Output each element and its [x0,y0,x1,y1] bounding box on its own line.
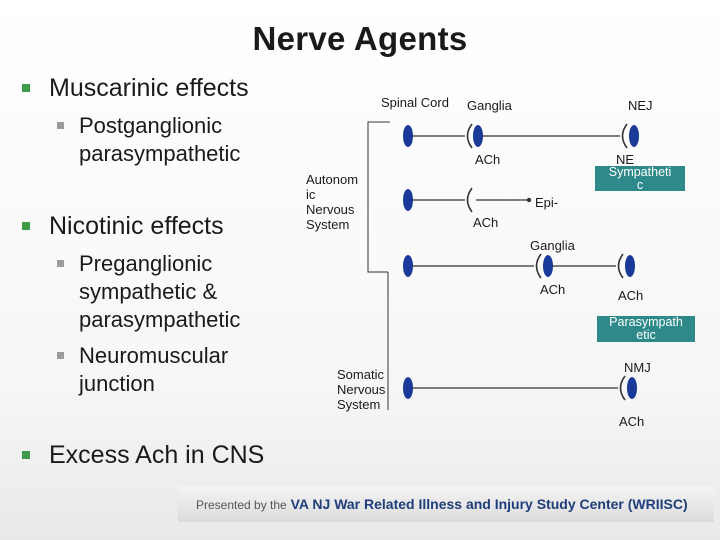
synapse-4 [535,253,542,279]
label-ach-4: ACh [618,288,644,303]
effector-2 [625,255,635,277]
adrenal-dot [526,197,532,203]
label-somatic: Somatic Nervous System [337,367,386,412]
footer-credit: Presented by the VA NJ War Related Illne… [196,496,688,512]
subbullet-neuromuscular: Neuromuscular junction [57,342,228,398]
label-nmj: NMJ [624,360,651,375]
label-autonomic: Autonom ic Nervous System [306,172,359,232]
cell-body-3 [403,189,413,211]
footer-presented-by: Presented by the [196,498,287,512]
label-ach-2: ACh [473,215,499,230]
bullet-nicotinic: Nicotinic effects [22,212,224,241]
label-epi: Epi- [535,195,559,210]
neuron-sympathetic-post [473,123,639,149]
subbullet-square-icon [57,352,64,359]
neuron-somatic [403,375,637,401]
synapse-2 [621,123,628,149]
label-sympathetic: Sympatheti c [595,166,685,191]
spinal-cord-bracket [367,121,390,273]
label-spinal-cord: Spinal Cord [381,95,449,110]
bullet-square-icon [22,84,30,92]
effector-3 [627,377,637,399]
footer-bar [178,486,714,522]
subbullet-postganglionic: Postganglionic parasympathetic [57,112,240,168]
label-ne: NE [616,152,635,167]
neuron-sympathetic-pre [403,123,473,149]
slide-title: Nerve Agents [252,20,468,57]
subbullet-preganglionic: Preganglionic sympathetic & parasympathe… [57,250,240,334]
neuron-parasympathetic-post [543,253,635,279]
synapse-6 [619,375,626,401]
footer-organization: VA NJ War Related Illness and Injury Stu… [290,496,688,512]
effector-1 [629,125,639,147]
bullet-muscarinic: Muscarinic effects [22,74,249,103]
label-parasympathetic: Parasympath etic [597,316,695,342]
synapse-5 [617,253,624,279]
label-nej: NEJ [628,98,653,113]
neuron-parasympathetic-pre [403,253,542,279]
label-ach-5: ACh [619,414,645,429]
bullet-excess-ach: Excess Ach in CNS [22,441,264,470]
cell-body-1 [403,125,413,147]
subbullet-square-icon [57,122,64,129]
synapse-3 [466,187,473,213]
cell-body-5 [543,255,553,277]
synapse-1 [466,123,473,149]
cell-body-2 [473,125,483,147]
label-ganglia-mid: Ganglia [530,238,575,253]
label-ach-1: ACh [475,152,501,167]
label-ach-3: ACh [540,282,566,297]
bullet-square-icon [22,451,30,459]
subbullet-square-icon [57,260,64,267]
neuron-adrenal [403,187,532,213]
cell-body-4 [403,255,413,277]
bullet-square-icon [22,222,30,230]
label-ganglia-top: Ganglia [467,98,512,113]
cell-body-6 [403,377,413,399]
